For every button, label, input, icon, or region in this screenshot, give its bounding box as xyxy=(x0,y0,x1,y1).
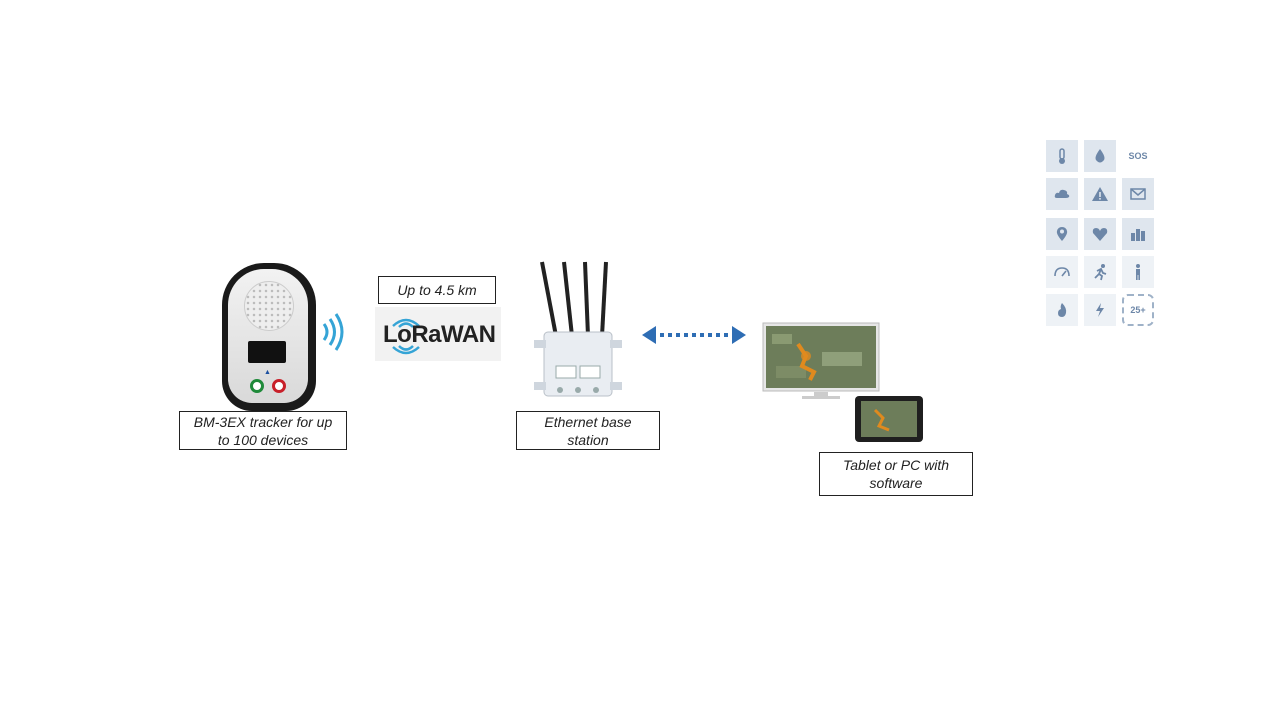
tracker-face: ▲ xyxy=(228,269,308,403)
lorawan-logo: LoRaWAN xyxy=(375,307,501,361)
drop-icon xyxy=(1084,140,1116,172)
tracker-green-button xyxy=(250,379,264,393)
heart-icon xyxy=(1084,218,1116,250)
location-pin-icon xyxy=(1046,218,1078,250)
sos-text: SOS xyxy=(1128,151,1148,161)
fire-icon xyxy=(1046,294,1078,326)
lorawan-signal-top-icon xyxy=(392,318,420,328)
running-person-icon xyxy=(1084,256,1116,288)
more-sensors-icon: 25+ xyxy=(1122,294,1154,326)
bidirectional-arrow-icon xyxy=(642,326,746,344)
sos-icon: SOS xyxy=(1122,140,1154,172)
base-station-image xyxy=(534,261,622,397)
tracker-device-image: ▲ xyxy=(222,263,316,411)
lorawan-logo-text: LoRaWAN xyxy=(383,321,496,348)
tracker-label: BM-3EX tracker for up to 100 devices xyxy=(179,411,347,450)
speedometer-icon xyxy=(1046,256,1078,288)
client-label: Tablet or PC with software xyxy=(819,452,973,496)
lorawan-signal-bottom-icon xyxy=(392,345,420,355)
more-sensors-text: 25+ xyxy=(1130,305,1146,315)
range-label: Up to 4.5 km xyxy=(378,276,496,304)
tablet-image xyxy=(855,396,923,442)
wireless-signal-icon xyxy=(322,313,344,351)
sensor-icon-grid: SOS 25+ xyxy=(1044,138,1156,334)
tracker-sos-button xyxy=(272,379,286,393)
monitor-image xyxy=(762,322,880,399)
warning-icon xyxy=(1084,178,1116,210)
cloud-icon xyxy=(1046,178,1078,210)
buildings-icon xyxy=(1122,218,1154,250)
lightning-icon xyxy=(1084,294,1116,326)
thermometer-icon xyxy=(1046,140,1078,172)
tracker-screen xyxy=(248,341,286,363)
base-station-label: Ethernet base station xyxy=(516,411,660,450)
mail-icon xyxy=(1122,178,1154,210)
speaker-grille xyxy=(244,281,294,331)
standing-person-icon xyxy=(1122,256,1154,288)
tracker-brand-mark: ▲ xyxy=(264,369,271,376)
